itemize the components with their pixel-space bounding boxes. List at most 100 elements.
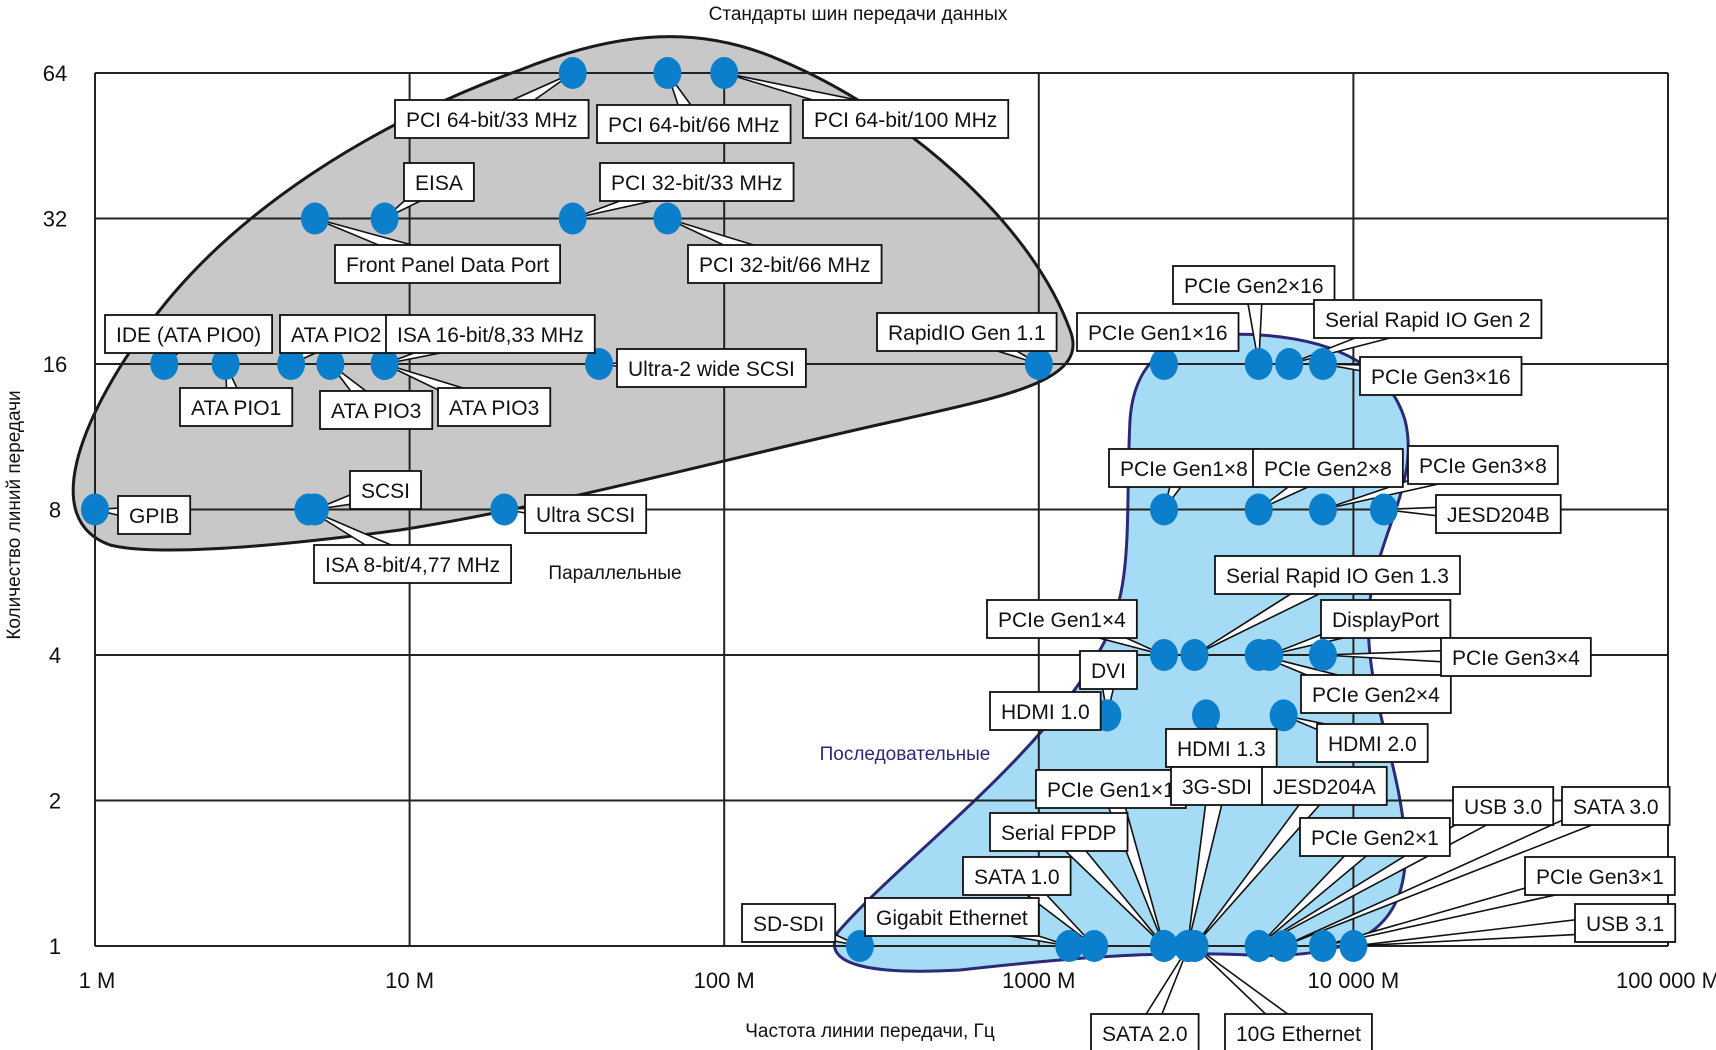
point-label: USB 3.0 bbox=[1464, 796, 1542, 819]
point-label: PCI 32-bit/33 MHz bbox=[611, 172, 783, 195]
point-label: PCIe Gen3×1 bbox=[1536, 866, 1664, 889]
data-point bbox=[1244, 930, 1273, 962]
point-label: SATA 1.0 bbox=[974, 866, 1060, 889]
label-box bbox=[1076, 312, 1240, 352]
label-box bbox=[599, 162, 795, 202]
x-tick-label: 100 M bbox=[694, 968, 755, 993]
point-label: PCIe Gen3×8 bbox=[1419, 455, 1547, 478]
data-point bbox=[1308, 930, 1337, 962]
data-point bbox=[81, 493, 109, 526]
label-box bbox=[1170, 766, 1264, 806]
point-label: SATA 3.0 bbox=[1573, 796, 1659, 819]
point-label: SCSI bbox=[361, 480, 410, 503]
point-label: Serial FPDP bbox=[1001, 822, 1117, 845]
y-axis-title: Количество линий передачи bbox=[4, 390, 25, 639]
label-box bbox=[596, 104, 792, 144]
point-label: PCIe Gen2×4 bbox=[1312, 684, 1440, 707]
point-label: PCIe Gen1×4 bbox=[998, 609, 1126, 632]
data-point bbox=[653, 57, 682, 89]
point-label: PCIe Gen3×16 bbox=[1371, 366, 1511, 389]
label-box bbox=[962, 856, 1072, 896]
chart-title: Стандарты шин передачи данных bbox=[709, 4, 1008, 25]
data-point bbox=[1180, 639, 1209, 671]
data-point bbox=[1149, 639, 1178, 671]
group-label-serial: Последовательные bbox=[820, 744, 991, 765]
y-tick-label: 64 bbox=[43, 61, 67, 86]
label-box bbox=[437, 387, 552, 427]
y-tick-label: 8 bbox=[49, 498, 61, 523]
x-tick-label: 10 M bbox=[385, 968, 434, 993]
label-box bbox=[319, 390, 434, 430]
data-point bbox=[1269, 699, 1298, 732]
data-point bbox=[1244, 493, 1273, 526]
data-point bbox=[1308, 348, 1337, 380]
label-box bbox=[179, 387, 294, 427]
point-label: IDE (ATA PIO0) bbox=[116, 324, 261, 347]
data-point bbox=[150, 348, 179, 380]
label-box bbox=[1252, 448, 1404, 488]
point-label: 3G-SDI bbox=[1182, 776, 1252, 799]
label-box bbox=[1165, 728, 1278, 768]
data-point bbox=[558, 57, 587, 89]
data-point bbox=[1055, 930, 1084, 962]
data-point bbox=[585, 348, 614, 380]
point-label: USB 3.1 bbox=[1586, 913, 1664, 936]
data-point bbox=[211, 348, 240, 380]
y-tick-label: 16 bbox=[43, 352, 67, 377]
label-box bbox=[1214, 555, 1461, 595]
point-label: ATA PIO2 bbox=[291, 324, 381, 347]
point-label: Serial Rapid IO Gen 1.3 bbox=[1226, 565, 1449, 588]
label-box bbox=[1300, 674, 1452, 714]
label-box bbox=[989, 691, 1102, 731]
y-tick-label: 1 bbox=[49, 934, 61, 959]
y-tick-label: 2 bbox=[49, 789, 61, 814]
data-point bbox=[490, 493, 519, 526]
point-label: Front Panel Data Port bbox=[346, 254, 549, 277]
data-point bbox=[1308, 639, 1337, 671]
label-box bbox=[1359, 356, 1523, 396]
point-label: PCIe Gen1×8 bbox=[1120, 458, 1248, 481]
label-box bbox=[403, 162, 475, 202]
point-label: EISA bbox=[415, 172, 463, 195]
data-point bbox=[1192, 699, 1221, 732]
label-box bbox=[104, 314, 273, 354]
label-box bbox=[1407, 445, 1559, 485]
point-label: 10G Ethernet bbox=[1236, 1023, 1361, 1046]
point-label: PCI 64-bit/66 MHz bbox=[608, 114, 780, 137]
data-point bbox=[300, 202, 329, 235]
x-tick-label: 1000 M bbox=[1002, 968, 1075, 993]
point-label: JESD204B bbox=[1447, 504, 1550, 527]
data-point bbox=[710, 57, 739, 89]
point-label: PCIe Gen1×16 bbox=[1088, 322, 1228, 345]
data-point bbox=[1149, 493, 1178, 526]
label-box bbox=[1261, 766, 1388, 806]
data-point bbox=[370, 348, 399, 380]
label-box bbox=[1561, 786, 1671, 826]
label-box bbox=[1313, 299, 1543, 339]
x-axis-title: Частота линии передачи, Гц bbox=[745, 1021, 995, 1042]
data-point bbox=[316, 348, 345, 380]
point-label: PCI 64-bit/33 MHz bbox=[406, 109, 578, 132]
data-point bbox=[370, 202, 399, 235]
data-point bbox=[294, 493, 323, 526]
point-label: PCIe Gen1×1 bbox=[1047, 779, 1175, 802]
label-box bbox=[1172, 265, 1336, 305]
data-point bbox=[1149, 348, 1178, 380]
data-point bbox=[1149, 930, 1178, 962]
label-box bbox=[1090, 1013, 1200, 1050]
data-point bbox=[1180, 930, 1209, 962]
x-tick-label: 100 000 M bbox=[1616, 968, 1716, 993]
x-tick-label: 10 000 M bbox=[1308, 968, 1400, 993]
point-label: ISA 16-bit/8,33 MHz bbox=[397, 324, 584, 347]
point-label: Ultra SCSI bbox=[536, 504, 635, 527]
point-label: Serial Rapid IO Gen 2 bbox=[1325, 309, 1530, 332]
point-label: ATA PIO1 bbox=[191, 397, 281, 420]
label-box bbox=[1224, 1013, 1373, 1050]
point-label: Gigabit Ethernet bbox=[876, 907, 1028, 930]
data-point bbox=[1369, 493, 1398, 526]
label-box bbox=[1079, 650, 1138, 690]
point-label: JESD204A bbox=[1273, 776, 1376, 799]
label-box bbox=[313, 544, 512, 584]
